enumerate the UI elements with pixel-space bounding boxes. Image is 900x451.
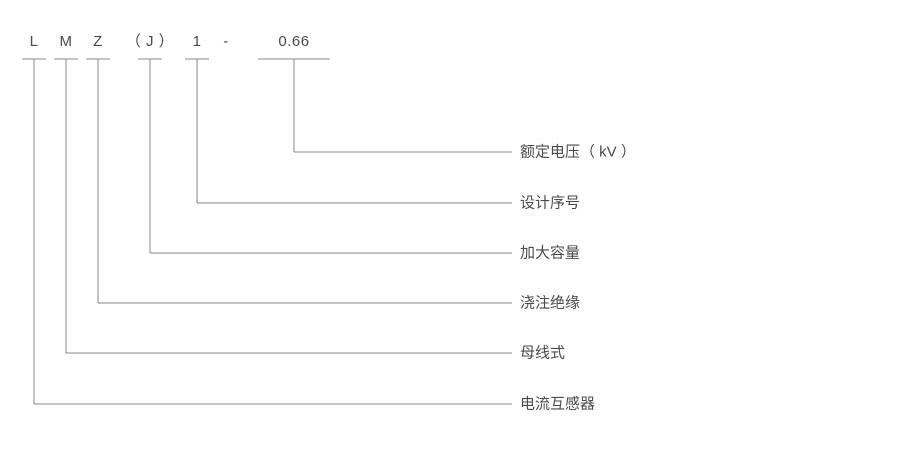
code-segment-1: 1 (192, 33, 202, 50)
leader-current-transformer: 电流互感器 (520, 395, 596, 413)
leader-busbar-type: 母线式 (520, 344, 566, 362)
code-segment-066: 0.66 (278, 33, 310, 50)
leader-design-serial: 设计序号 (520, 194, 581, 212)
code-segment-j: （ J ） (125, 33, 175, 50)
leader-lines-group (33, 59, 512, 405)
leader-rated-voltage: 额定电压（ kV ） (520, 143, 636, 161)
code-segment-dash: - (223, 33, 229, 50)
code-segment-l: L (29, 33, 39, 50)
leader-increased-capacity: 加大容量 (520, 244, 581, 262)
leader-cast-insulation: 浇注绝缘 (520, 294, 581, 312)
code-segment-m: M (59, 33, 73, 50)
code-segment-z: Z (93, 33, 103, 50)
